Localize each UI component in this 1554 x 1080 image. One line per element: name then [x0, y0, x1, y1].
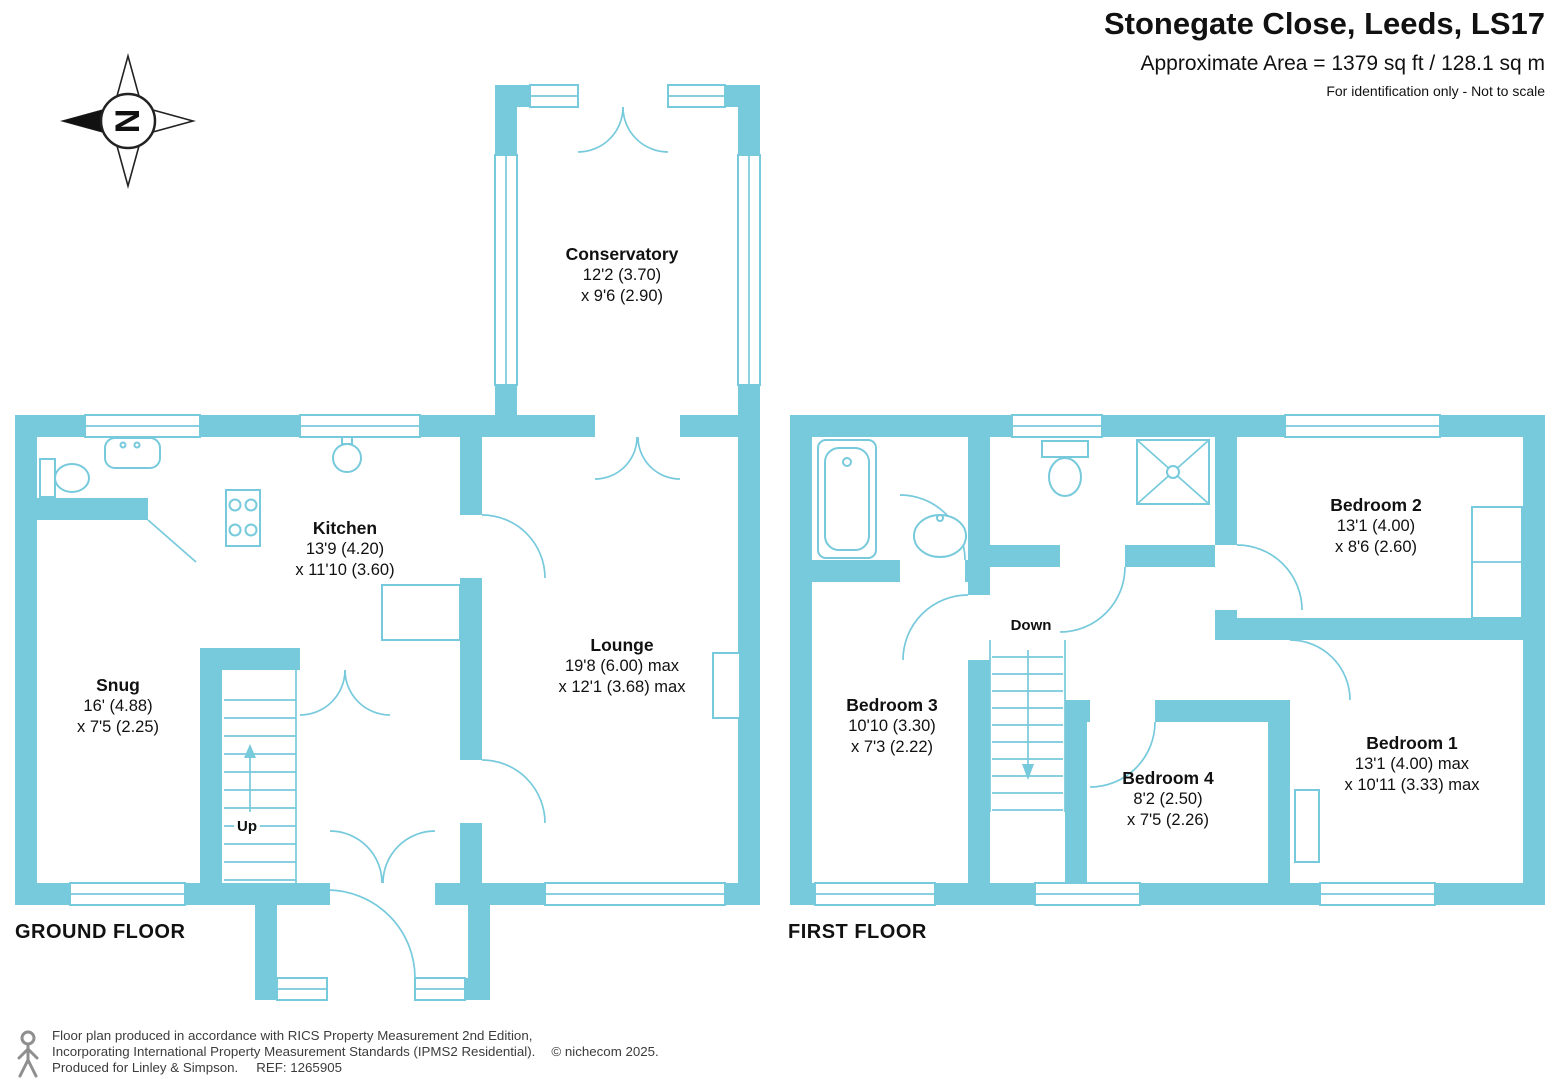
- first-interior-walls: [812, 437, 1545, 883]
- footer-ref: REF: 1265905: [256, 1060, 343, 1075]
- ground-windows: [69, 84, 761, 1001]
- conservatory-walls: [495, 85, 760, 437]
- ground-interior-walls: [37, 437, 482, 883]
- header: Stonegate Close, Leeds, LS17 Approximate…: [1104, 6, 1545, 99]
- kitchen-counter: [381, 584, 461, 641]
- footer-line2: Incorporating International Property Mea…: [52, 1044, 536, 1059]
- room-label-lounge: Lounge 19'8 (6.00) max x 12'1 (3.68) max: [558, 635, 686, 696]
- footer-copyright: © nichecom 2025.: [551, 1044, 659, 1059]
- ground-fixtures: [39, 436, 741, 719]
- first-door-arcs: [899, 494, 1351, 788]
- lounge-fireplace: [712, 652, 741, 719]
- room-label-bedroom1: Bedroom 1 13'1 (4.00) max x 10'11 (3.33)…: [1344, 733, 1480, 794]
- room-label-bedroom4: Bedroom 4 8'2 (2.50) x 7'5 (2.26): [1122, 768, 1214, 829]
- identification-note: For identification only - Not to scale: [1326, 83, 1545, 99]
- first-floor-title: FIRST FLOOR: [788, 921, 927, 943]
- first-windows: [814, 414, 1441, 906]
- wc-toilet: [39, 458, 90, 498]
- wc-door-leaf: [147, 519, 197, 563]
- up-arrowhead: [244, 744, 256, 758]
- first-toilet: [1041, 440, 1089, 497]
- kitchen-sink: [332, 436, 362, 473]
- bathtub: [817, 439, 877, 559]
- room-label-bedroom2: Bedroom 2 13'1 (4.00) x 8'6 (2.60): [1330, 495, 1422, 556]
- footer-line1: Floor plan produced in accordance with R…: [52, 1028, 533, 1043]
- footer-line3-row: Produced for Linley & Simpson. REF: 12659…: [52, 1060, 659, 1076]
- room-label-bedroom3: Bedroom 3 10'10 (3.30) x 7'3 (2.22): [846, 695, 938, 756]
- down-stairs-label: Down: [1007, 617, 1055, 634]
- bedroom1-closet: [1294, 789, 1320, 863]
- footer-line2-row: Incorporating International Property Mea…: [52, 1044, 659, 1060]
- approximate-area: Approximate Area = 1379 sq ft / 128.1 sq…: [1140, 52, 1546, 75]
- kitchen-hob: [225, 489, 261, 547]
- ground-floor-plan: [15, 84, 761, 1001]
- person-icon: [17, 1030, 39, 1078]
- compass-rose: N: [59, 52, 197, 190]
- first-staircase: [989, 640, 1066, 812]
- up-stairs-label: Up: [234, 818, 260, 835]
- bedroom2-wardrobe: [1471, 506, 1523, 619]
- ground-staircase: [224, 670, 297, 883]
- wc-sink: [104, 437, 161, 469]
- down-arrowhead: [1022, 764, 1034, 780]
- ground-openings: [327, 414, 680, 1001]
- first-floor-plan: [790, 414, 1545, 906]
- ground-door-arcs: [147, 106, 681, 979]
- ground-floor-title: GROUND FLOOR: [15, 921, 186, 943]
- footer-disclaimer: Floor plan produced in accordance with R…: [52, 1028, 659, 1076]
- room-label-conservatory: Conservatory 12'2 (3.70) x 9'6 (2.90): [565, 244, 679, 305]
- page-title: Stonegate Close, Leeds, LS17: [1103, 6, 1545, 41]
- shower: [1136, 439, 1210, 505]
- footer-line3: Produced for Linley & Simpson.: [52, 1060, 239, 1075]
- first-fixtures: [817, 439, 1523, 863]
- bathroom-sink: [913, 514, 967, 558]
- room-label-kitchen: Kitchen 13'9 (4.20) x 11'10 (3.60): [295, 518, 395, 579]
- compass-n-label: N: [109, 109, 147, 134]
- room-label-snug: Snug 16' (4.88) x 7'5 (2.25): [76, 675, 160, 736]
